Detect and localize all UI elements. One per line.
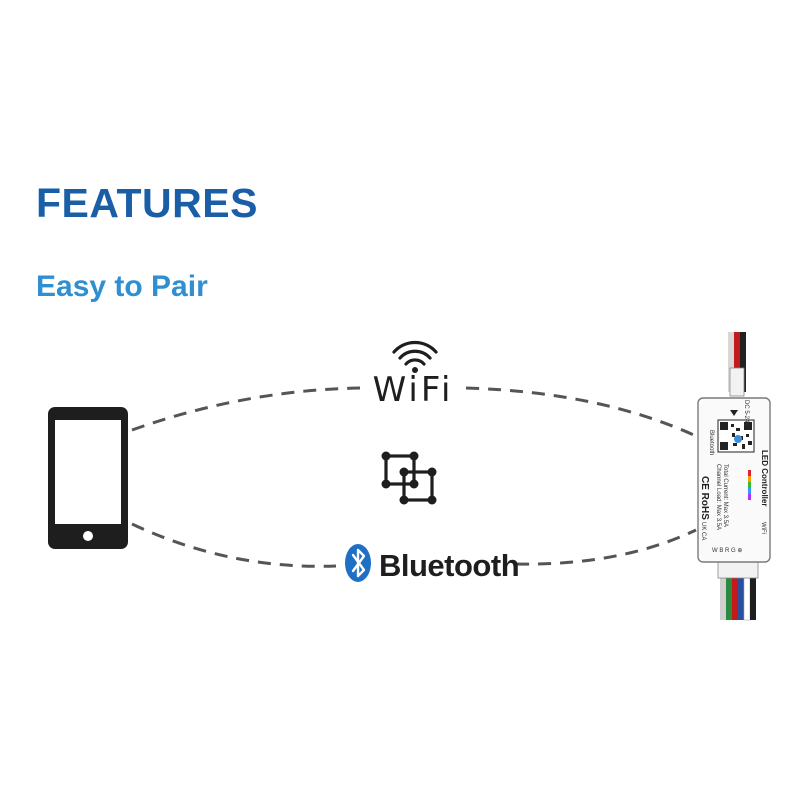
device-voltage: DC 5-24V	[743, 400, 749, 426]
device-channel-load: Channel Load: Max 3.5A	[715, 464, 721, 530]
device-product-name: LED Controller	[760, 450, 769, 506]
device-wifi-text: WiFi	[760, 522, 766, 534]
wifi-signal-icon	[392, 341, 438, 373]
led-controller-device: LED Controller Bluetooth Channel Load: M…	[697, 332, 771, 621]
device-total-current: Total Current: Max 3.5A	[722, 464, 728, 527]
device-certifications: CE RoHS	[699, 476, 710, 520]
device-pin-labels: W B R G ⊕	[712, 548, 742, 554]
device-uk-mark: UK CA	[700, 522, 706, 540]
bluetooth-connection-arc-left	[131, 522, 337, 568]
pairing-squares-icon	[381, 451, 437, 505]
page-subtitle: Easy to Pair	[36, 270, 208, 303]
bluetooth-icon	[345, 544, 371, 582]
smartphone-icon	[48, 407, 128, 549]
bluetooth-connection-arc-right	[515, 528, 697, 566]
wifi-connection-arc-right	[465, 386, 697, 438]
device-bluetooth-text: Bluetooth	[708, 430, 714, 455]
bluetooth-label: Bluetooth	[379, 548, 519, 583]
page-title: FEATURES	[36, 180, 258, 226]
wifi-label: WiFi	[373, 370, 454, 410]
qr-code	[717, 419, 755, 453]
wifi-connection-arc-left	[131, 386, 361, 432]
